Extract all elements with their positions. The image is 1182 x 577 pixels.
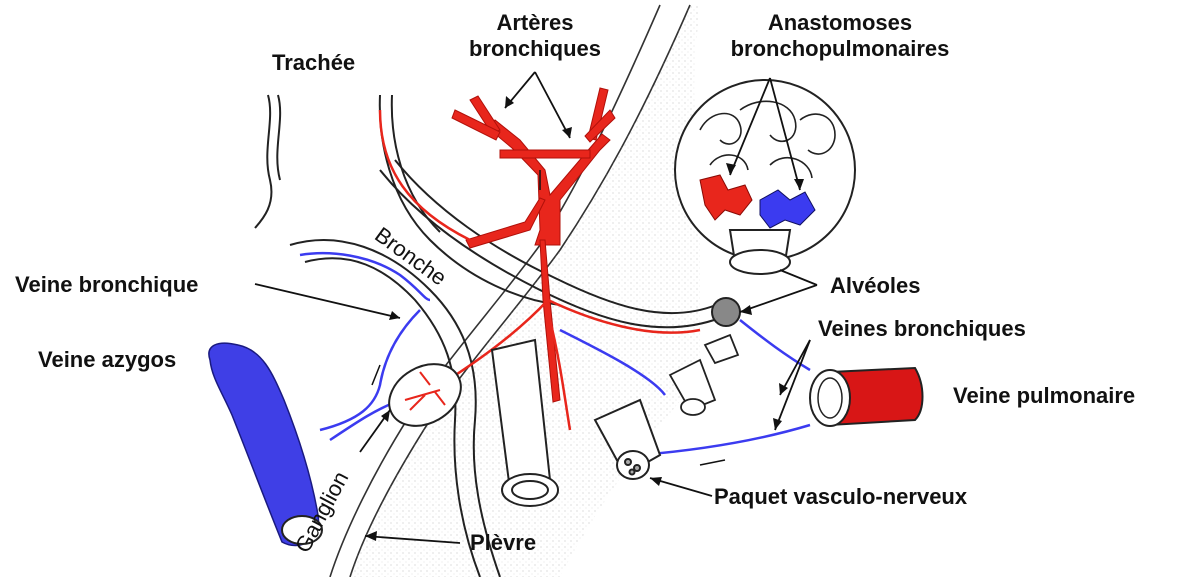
magnified-bronchiole (730, 230, 790, 274)
label-plevre: Plèvre (470, 530, 536, 556)
label-veine-azygos: Veine azygos (38, 347, 176, 373)
label-alveoles: Alvéoles (830, 273, 921, 299)
label-arteres-line1: Artères (455, 10, 615, 36)
label-trachee: Trachée (272, 50, 355, 76)
alveolus-small (712, 298, 740, 326)
label-anastomoses: Anastomoses bronchopulmonaires (700, 10, 980, 62)
label-paquet-vasculo-nerveux: Paquet vasculo-nerveux (714, 484, 967, 510)
pulmonary-vein (810, 368, 923, 426)
label-arteres-bronchiques: Artères bronchiques (455, 10, 615, 62)
label-anastomoses-line2: bronchopulmonaires (700, 36, 980, 62)
label-veines-bronchiques: Veines bronchiques (818, 316, 1026, 342)
label-veine-pulmonaire: Veine pulmonaire (953, 383, 1135, 409)
label-veine-bronchique: Veine bronchique (15, 272, 198, 298)
label-anastomoses-line1: Anastomoses (700, 10, 980, 36)
label-arteres-line2: bronchiques (455, 36, 615, 62)
